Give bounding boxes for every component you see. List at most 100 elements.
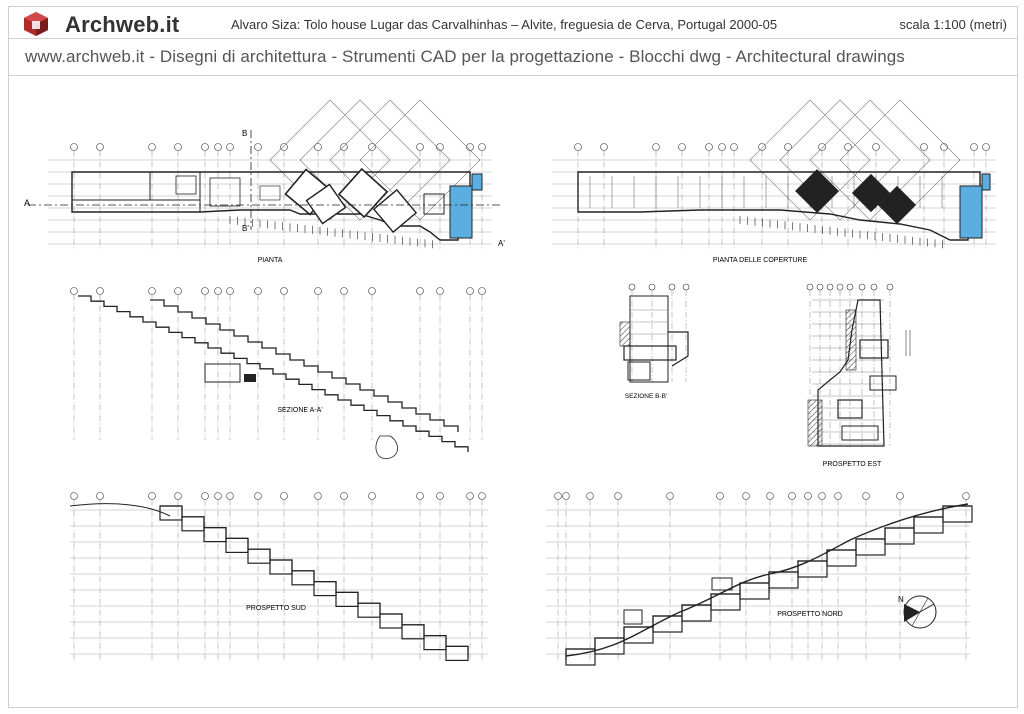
axis-bubble bbox=[174, 492, 182, 500]
axis-bubble bbox=[368, 287, 376, 295]
axis-bubble bbox=[340, 492, 348, 500]
elevation-block bbox=[357, 602, 381, 618]
axis-bubble bbox=[478, 287, 486, 295]
axis-bubble bbox=[280, 143, 288, 151]
axis-bubble bbox=[970, 143, 978, 151]
scale-label: scala 1:100 (metri) bbox=[899, 17, 1007, 32]
banner-text[interactable]: www.archweb.it - Disegni di architettura… bbox=[25, 47, 905, 66]
axis-bubble bbox=[436, 287, 444, 295]
axis-bubble bbox=[254, 287, 262, 295]
axis-bubble bbox=[718, 143, 726, 151]
axis-bubble bbox=[858, 283, 866, 291]
elevation-block bbox=[594, 637, 625, 655]
elevation-block bbox=[826, 549, 857, 567]
drawing-frame bbox=[8, 75, 1018, 708]
axis-bubble bbox=[758, 143, 766, 151]
axis-bubble bbox=[600, 143, 608, 151]
axis-bubble bbox=[834, 492, 842, 500]
archweb-logo-icon bbox=[24, 12, 48, 36]
roof-projection-line bbox=[749, 99, 871, 221]
axis-bubble bbox=[214, 143, 222, 151]
axis-bubble bbox=[574, 143, 582, 151]
axis-bubble bbox=[214, 287, 222, 295]
axis-bubble bbox=[466, 143, 474, 151]
elevation-block bbox=[710, 593, 741, 611]
roof-projection-line bbox=[359, 99, 481, 221]
logo-text[interactable]: Archweb.it bbox=[65, 12, 180, 37]
axis-bubble bbox=[896, 492, 904, 500]
header: Archweb.it Alvaro Siza: Tolo house Lugar… bbox=[8, 6, 1018, 39]
elevation-block bbox=[379, 613, 403, 629]
axis-bubble bbox=[254, 492, 262, 500]
elevation-block bbox=[652, 615, 683, 633]
elevation-block bbox=[565, 648, 596, 666]
axis-bubble bbox=[962, 492, 970, 500]
section-marker-b: B bbox=[242, 129, 247, 138]
axis-bubble bbox=[436, 492, 444, 500]
elevation-block bbox=[681, 604, 712, 622]
south-elevation-label: PROSPETTO SUD bbox=[246, 605, 306, 612]
elevation-block bbox=[739, 582, 770, 600]
section-marker-b-prime: B' bbox=[242, 224, 249, 233]
elevation-block bbox=[401, 624, 425, 640]
axis-bubble bbox=[554, 492, 562, 500]
axis-bubble bbox=[174, 287, 182, 295]
axis-bubble bbox=[872, 143, 880, 151]
axis-bubble bbox=[862, 492, 870, 500]
axis-bubble bbox=[214, 492, 222, 500]
elevation-block bbox=[225, 537, 249, 554]
elevation-block bbox=[269, 559, 293, 575]
south-elevation-drawing: PROSPETTO SUD bbox=[69, 492, 488, 662]
elevation-block bbox=[884, 527, 915, 545]
axis-bubble bbox=[280, 492, 288, 500]
axis-bubble bbox=[436, 143, 444, 151]
elevation-block bbox=[445, 645, 469, 662]
axis-bubble bbox=[201, 143, 209, 151]
axis-bubble bbox=[368, 492, 376, 500]
roof-plan-label: PIANTA DELLE COPERTURE bbox=[713, 257, 808, 264]
axis-bubble bbox=[148, 287, 156, 295]
north-elevation-drawing: PROSPETTO NORD bbox=[546, 492, 973, 666]
elevation-block bbox=[623, 626, 654, 644]
axis-bubble bbox=[982, 143, 990, 151]
elevation-block bbox=[913, 516, 944, 534]
north-elevation-label: PROSPETTO NORD bbox=[777, 611, 843, 618]
axis-bubble bbox=[586, 492, 594, 500]
axis-bubble bbox=[806, 283, 814, 291]
axis-bubble bbox=[826, 283, 834, 291]
elevation-block bbox=[797, 560, 828, 578]
axis-bubble bbox=[652, 143, 660, 151]
axis-bubble bbox=[730, 143, 738, 151]
axis-bubble bbox=[682, 283, 690, 291]
north-label: N bbox=[898, 595, 904, 604]
axis-bubble bbox=[614, 492, 622, 500]
axis-bubble bbox=[562, 492, 570, 500]
axis-bubble bbox=[478, 492, 486, 500]
axis-bubble bbox=[784, 143, 792, 151]
plan-label: PIANTA bbox=[258, 257, 283, 264]
roof-projection-line bbox=[809, 99, 931, 221]
axis-bubble bbox=[96, 287, 104, 295]
axis-bubble bbox=[70, 143, 78, 151]
axis-bubble bbox=[314, 492, 322, 500]
axis-bubble bbox=[226, 143, 234, 151]
elevation-block bbox=[203, 526, 227, 543]
east-elevation-label: PROSPETTO EST bbox=[823, 461, 882, 468]
axis-bubble bbox=[70, 492, 78, 500]
axis-bubble bbox=[818, 143, 826, 151]
axis-bubble bbox=[804, 492, 812, 500]
axis-bubble bbox=[844, 143, 852, 151]
banner: www.archweb.it - Disegni di architettura… bbox=[8, 38, 1018, 76]
axis-bubble bbox=[886, 283, 894, 291]
roof-projection-line bbox=[299, 99, 421, 221]
axis-bubble bbox=[340, 143, 348, 151]
section-aa-label: SEZIONE A-A' bbox=[277, 407, 322, 414]
axis-bubble bbox=[416, 492, 424, 500]
elevation-block bbox=[247, 548, 271, 564]
axis-bubble bbox=[226, 492, 234, 500]
axis-bubble bbox=[628, 283, 636, 291]
axis-bubble bbox=[678, 143, 686, 151]
roof-plan-drawing: PIANTA DELLE COPERTURE bbox=[552, 99, 996, 264]
section-marker-a: A bbox=[24, 198, 30, 208]
